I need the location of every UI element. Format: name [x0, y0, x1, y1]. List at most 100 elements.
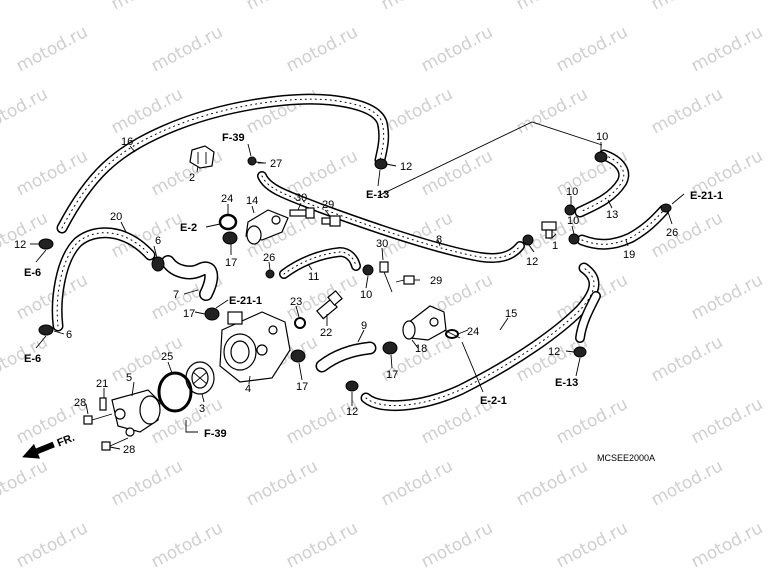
part-number-24: 24	[467, 326, 479, 338]
bolt-30-upper	[289, 207, 315, 219]
watermark-text: motod.ru	[378, 0, 456, 14]
part-number-22: 22	[320, 327, 332, 339]
clamp-17-upper	[222, 231, 238, 245]
watermark-text: motod.ru	[378, 456, 456, 510]
watermark-text: motod.ru	[148, 146, 226, 200]
watermark-text: motod.ru	[553, 518, 631, 572]
clamp-12-right	[573, 346, 587, 358]
watermark-text: motod.ru	[0, 84, 51, 138]
part-number-6: 6	[155, 235, 161, 247]
watermark-text: motod.ru	[418, 146, 496, 200]
clamp-10-top	[594, 151, 608, 163]
watermark-text: motod.ru	[0, 0, 51, 14]
washer-23	[294, 317, 306, 329]
sensor-29-lower	[395, 275, 415, 285]
clamp-26-mid	[265, 269, 275, 279]
hose-16	[56, 93, 390, 234]
watermark-text: motod.ru	[243, 0, 321, 14]
part-number-30: 30	[295, 192, 307, 204]
watermark-text: motod.ru	[108, 0, 186, 14]
o-ring-24-upper	[218, 213, 238, 231]
ref-e-21-1: E-21-1	[690, 190, 723, 202]
clamp-6-upper	[151, 256, 165, 272]
watermark-text: motod.ru	[513, 0, 591, 14]
clip-21	[99, 397, 107, 411]
clamp-26-right	[660, 203, 672, 213]
watermark-text: motod.ru	[108, 332, 186, 386]
watermark-text: motod.ru	[0, 208, 51, 262]
thermostat-housing	[219, 311, 291, 383]
clamp-17-lower	[290, 349, 306, 363]
part-number-14: 14	[246, 195, 258, 207]
part-number-30: 30	[376, 238, 388, 250]
watermark-text: motod.ru	[418, 22, 496, 76]
ref-e-13: E-13	[366, 189, 389, 201]
hoses	[51, 93, 670, 411]
clamp-10-lower	[362, 264, 374, 276]
watermark-text: motod.ru	[0, 456, 51, 510]
part-number-26: 26	[263, 252, 275, 264]
part-number-17: 17	[225, 257, 237, 269]
part-number-3: 3	[199, 403, 205, 415]
clamp-27	[247, 156, 265, 166]
watermark-text: motod.ru	[553, 394, 631, 448]
ref-e-21-1: E-21-1	[229, 295, 262, 307]
clamp-17-mid	[204, 307, 220, 321]
watermark-text: motod.ru	[418, 518, 496, 572]
part-number-16: 16	[121, 136, 133, 148]
o-ring-25	[157, 371, 193, 413]
thermostat	[185, 361, 215, 395]
joint-1	[541, 221, 557, 239]
clamp-10-mid	[564, 204, 576, 216]
part-number-1: 1	[552, 240, 558, 252]
part-number-18: 18	[415, 343, 427, 355]
watermark-text: motod.ru	[513, 456, 591, 510]
hose-11	[279, 247, 361, 279]
part-number-19: 19	[623, 249, 635, 261]
watermark-text: motod.ru	[688, 22, 766, 76]
watermark-text: motod.ru	[648, 84, 726, 138]
hose-8	[257, 171, 525, 263]
hose-9	[315, 341, 377, 373]
part-number-15: 15	[505, 308, 517, 320]
watermark-text: motod.ru	[648, 332, 726, 386]
direction-label: FR.	[56, 432, 77, 450]
clamp-12-left	[38, 238, 54, 250]
part-number-24: 24	[221, 193, 233, 205]
part-number-5: 5	[126, 372, 132, 384]
watermark-text: motod.ru	[148, 518, 226, 572]
part-number-29: 29	[322, 199, 334, 211]
watermark-text: motod.ru	[13, 22, 91, 76]
watermark-text: motod.ru	[688, 394, 766, 448]
clamp-17-right	[382, 341, 398, 355]
joint-18	[402, 305, 447, 341]
o-ring-24-lower	[443, 329, 461, 339]
clamp-12-top	[374, 158, 388, 170]
clamp-12-lower	[345, 380, 359, 392]
leader-lines	[30, 121, 685, 450]
clamp-12-mid	[522, 234, 534, 246]
bolt-30-lower	[379, 261, 393, 293]
ref-f-39: F-39	[204, 428, 227, 440]
watermark-text: motod.ru	[108, 456, 186, 510]
part-number-11: 11	[308, 271, 319, 283]
part-number-12: 12	[526, 256, 538, 268]
part-number-7: 7	[173, 289, 179, 301]
part-number-9: 9	[361, 320, 367, 332]
part-number-28: 28	[123, 444, 135, 456]
ref-e-6: E-6	[24, 353, 41, 365]
watermark-text: motod.ru	[283, 22, 361, 76]
watermark-text: motod.ru	[283, 518, 361, 572]
watermark-text: motod.ru	[513, 84, 591, 138]
part-number-4: 4	[245, 383, 251, 395]
joint-14	[245, 209, 289, 245]
parts	[83, 145, 557, 451]
part-number-17: 17	[386, 369, 398, 381]
watermark-text: motod.ru	[378, 84, 456, 138]
clamp-6-lower-left	[38, 324, 54, 336]
ref-f-39: F-39	[222, 132, 245, 144]
watermark-text: motod.ru	[553, 22, 631, 76]
part-number-12: 12	[14, 239, 26, 251]
reference-labels: F-39 E-13 E-21-1 E-6 E-2 E-21-1 E-6 E-2-…	[24, 132, 723, 440]
